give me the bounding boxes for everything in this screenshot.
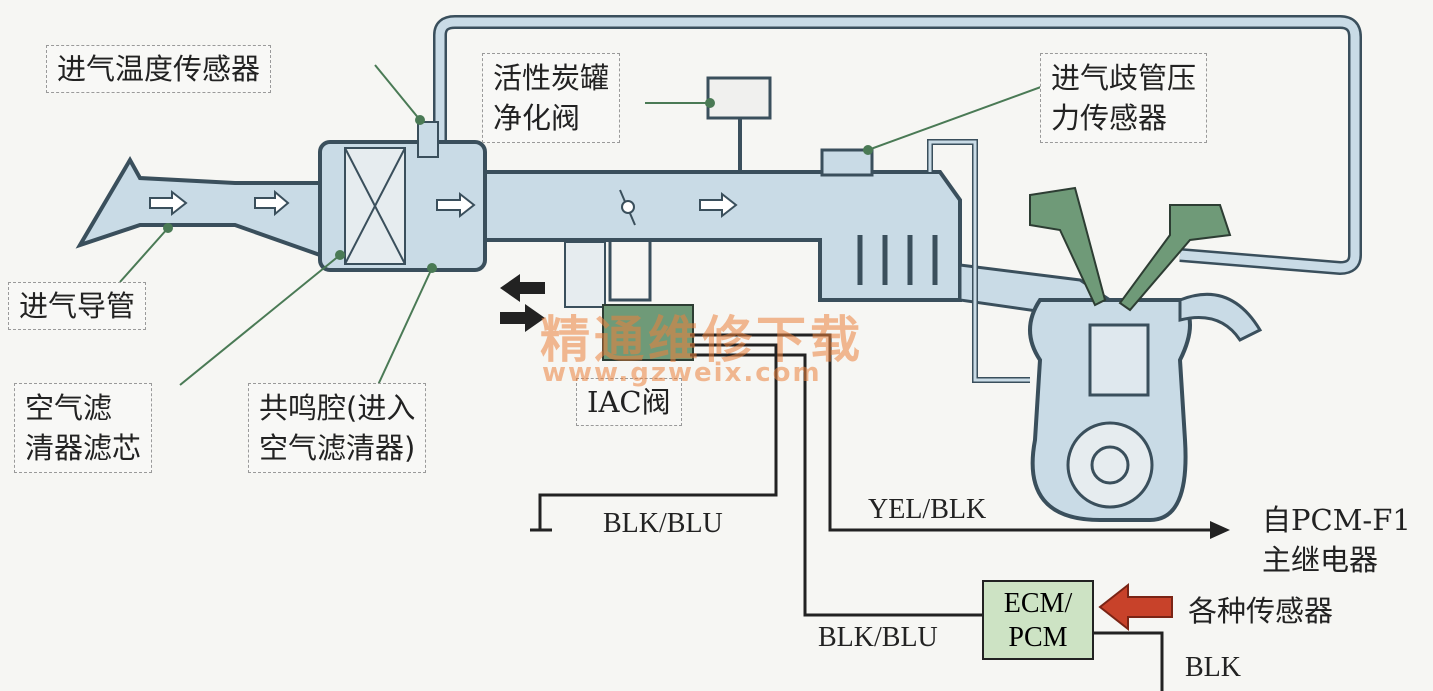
sensor-input-arrow [1098, 582, 1173, 632]
label-intake-temp-sensor: 进气温度传感器 [46, 45, 272, 93]
wire-label-blk-blu-2: BLK/BLU [818, 622, 938, 653]
intake-manifold [483, 170, 962, 302]
label-air-filter: 空气滤清器滤芯 [14, 383, 153, 473]
iac-green-body [602, 304, 694, 361]
intake-temp-sensor-part [417, 121, 439, 158]
wire-label-blk: BLK [1185, 652, 1241, 683]
intake-valve [1029, 186, 1107, 307]
exhaust-valve [1118, 204, 1232, 312]
watermark-text: 精通维修下载 [540, 311, 864, 369]
piston [1088, 323, 1150, 397]
wire-label-blk-blu-1: BLK/BLU [603, 508, 723, 539]
ecm-pcm-box: ECM/PCM [982, 580, 1094, 660]
label-canister-valve: 活性炭罐净化阀 [482, 53, 621, 143]
sensors-label: 各种传感器 [1188, 594, 1334, 628]
label-resonator: 共鸣腔(进入空气滤清器) [248, 383, 427, 473]
canister-valve-part [706, 76, 772, 120]
label-intake-duct: 进气导管 [8, 282, 147, 330]
iac-valve-part [564, 241, 606, 308]
label-iac-valve: IAC阀 [576, 378, 682, 426]
label-map-sensor: 进气歧管压力传感器 [1040, 53, 1208, 143]
map-sensor-part [820, 148, 874, 177]
wire-label-yel-blk: YEL/BLK [868, 494, 987, 525]
crankshaft [1066, 421, 1154, 509]
watermark-url: www.gzweix.com [542, 358, 822, 388]
